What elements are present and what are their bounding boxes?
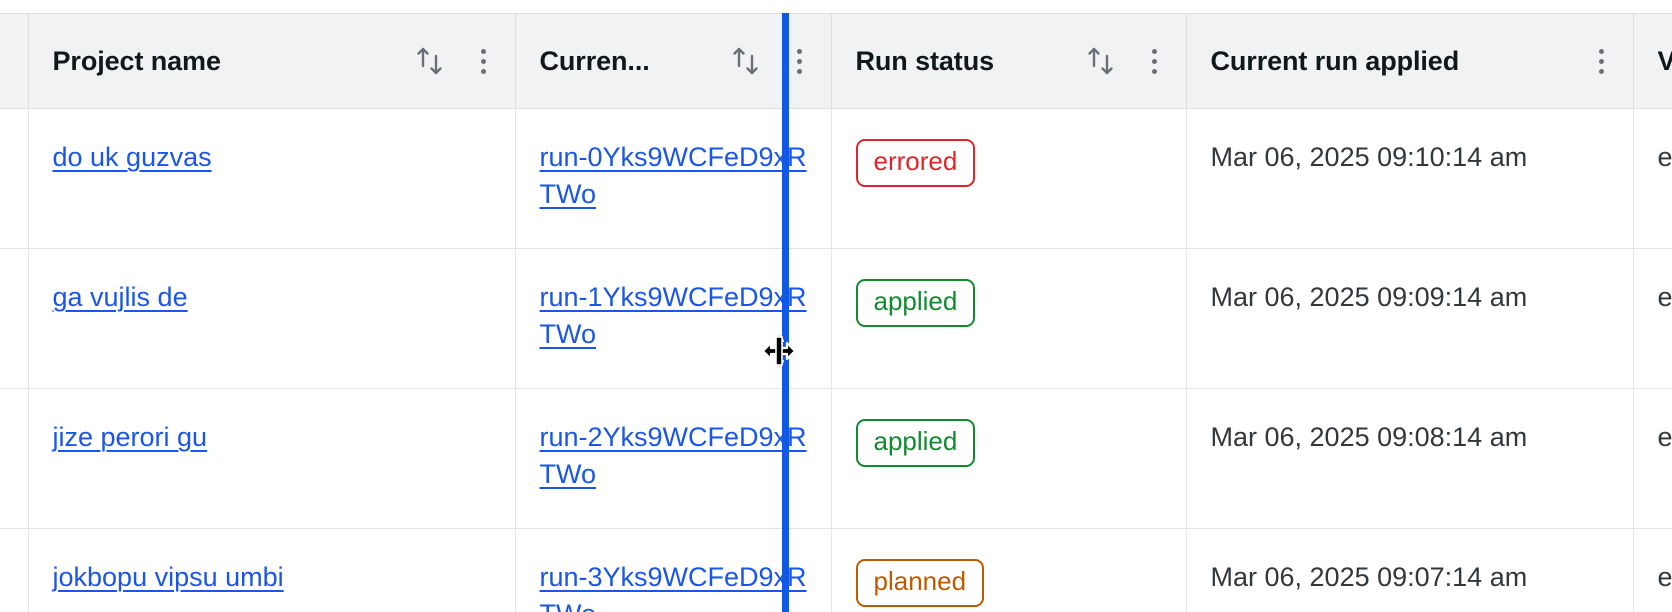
cell-current-run: run-3Yks9WCFeD9xRTWo bbox=[515, 528, 832, 612]
column-header-select bbox=[0, 13, 29, 109]
table-header: Project name bbox=[0, 13, 1672, 109]
project-name-link[interactable]: ga vujlis de bbox=[52, 282, 188, 312]
column-header-project-name[interactable]: Project name bbox=[28, 13, 516, 109]
cell-current-run-applied: Mar 06, 2025 09:09:14 am bbox=[1186, 248, 1634, 389]
current-run-link[interactable]: run-1Yks9WCFeD9xRTWo bbox=[539, 282, 807, 350]
cell-project-name: jize perori gu bbox=[28, 388, 516, 529]
status-badge: applied bbox=[855, 279, 976, 327]
table-body: do uk guzvas run-0Yks9WCFeD9xRTWo errore… bbox=[0, 108, 1672, 612]
project-name-link[interactable]: do uk guzvas bbox=[52, 142, 212, 172]
cell-run-status: applied bbox=[831, 248, 1187, 389]
cell-project-name: ga vujlis de bbox=[28, 248, 516, 389]
table-row[interactable]: jize perori gu run-2Yks9WCFeD9xRTWo appl… bbox=[0, 388, 1672, 529]
column-header-label-project-name: Project name bbox=[52, 45, 221, 76]
column-header-label-current-run-applied: Current run applied bbox=[1210, 45, 1460, 76]
cell-version: e bbox=[1633, 528, 1672, 612]
column-header-current-run-applied[interactable]: Current run applied bbox=[1186, 13, 1634, 109]
column-header-label-current-run: Curren... bbox=[539, 45, 650, 76]
project-name-link[interactable]: jokbopu vipsu umbi bbox=[52, 562, 284, 592]
status-badge: applied bbox=[855, 419, 976, 467]
cell-version: e bbox=[1633, 248, 1672, 389]
status-badge: planned bbox=[855, 559, 985, 607]
cell-run-status: applied bbox=[831, 388, 1187, 529]
row-select-cell[interactable] bbox=[0, 108, 29, 249]
row-select-cell[interactable] bbox=[0, 248, 29, 389]
cell-run-status: planned bbox=[831, 528, 1187, 612]
kebab-menu-icon[interactable] bbox=[471, 44, 497, 78]
table-row[interactable]: jokbopu vipsu umbi run-3Yks9WCFeD9xRTWo … bbox=[0, 528, 1672, 612]
sort-icon[interactable] bbox=[1086, 44, 1116, 78]
sort-icon[interactable] bbox=[415, 44, 445, 78]
cell-current-run: run-1Yks9WCFeD9xRTWo bbox=[515, 248, 832, 389]
current-run-link[interactable]: run-2Yks9WCFeD9xRTWo bbox=[539, 422, 807, 490]
column-header-current-run[interactable]: Curren... bbox=[515, 13, 832, 109]
row-select-cell[interactable] bbox=[0, 528, 29, 612]
column-header-label-run-status: Run status bbox=[855, 45, 995, 76]
kebab-menu-icon[interactable] bbox=[1142, 44, 1168, 78]
projects-table: Project name bbox=[0, 13, 1672, 612]
table-row[interactable]: ga vujlis de run-1Yks9WCFeD9xRTWo applie… bbox=[0, 248, 1672, 389]
table-row[interactable]: do uk guzvas run-0Yks9WCFeD9xRTWo errore… bbox=[0, 108, 1672, 249]
cell-current-run-applied: Mar 06, 2025 09:10:14 am bbox=[1186, 108, 1634, 249]
cell-project-name: do uk guzvas bbox=[28, 108, 516, 249]
row-select-cell[interactable] bbox=[0, 388, 29, 529]
column-header-version[interactable]: V bbox=[1633, 13, 1672, 109]
column-header-run-status[interactable]: Run status bbox=[831, 13, 1187, 109]
kebab-menu-icon[interactable] bbox=[1589, 44, 1615, 78]
cell-current-run: run-2Yks9WCFeD9xRTWo bbox=[515, 388, 832, 529]
current-run-link[interactable]: run-0Yks9WCFeD9xRTWo bbox=[539, 142, 807, 210]
cell-version: e bbox=[1633, 108, 1672, 249]
current-run-link[interactable]: run-3Yks9WCFeD9xRTWo bbox=[539, 562, 807, 612]
cell-run-status: errored bbox=[831, 108, 1187, 249]
column-header-label-version: V bbox=[1658, 46, 1672, 77]
cell-current-run-applied: Mar 06, 2025 09:08:14 am bbox=[1186, 388, 1634, 529]
table-header-row: Project name bbox=[0, 13, 1672, 109]
status-badge: errored bbox=[855, 139, 976, 187]
cell-current-run: run-0Yks9WCFeD9xRTWo bbox=[515, 108, 832, 249]
sort-icon[interactable] bbox=[731, 44, 761, 78]
cell-project-name: jokbopu vipsu umbi bbox=[28, 528, 516, 612]
cell-version: e bbox=[1633, 388, 1672, 529]
project-name-link[interactable]: jize perori gu bbox=[52, 422, 208, 452]
kebab-menu-icon[interactable] bbox=[787, 44, 813, 78]
cell-current-run-applied: Mar 06, 2025 09:07:14 am bbox=[1186, 528, 1634, 612]
